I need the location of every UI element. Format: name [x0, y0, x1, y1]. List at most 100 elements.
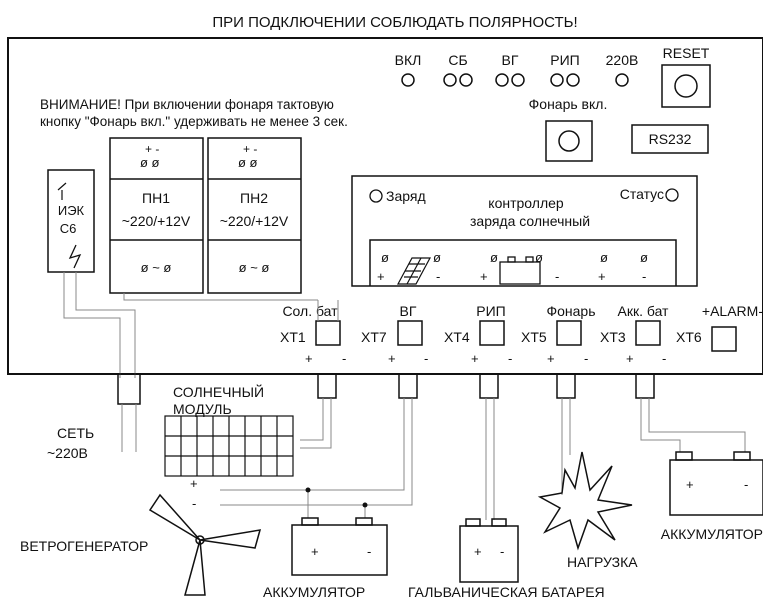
internal-wiring [63, 272, 339, 378]
xt5-caption: Фонарь [546, 303, 595, 319]
indicator-vkl-label: ВКЛ [395, 52, 422, 68]
solar-module-label-2: МОДУЛЬ [173, 401, 232, 417]
charge-led-icon [369, 189, 383, 203]
xt3-plus: + [626, 351, 634, 366]
rip-led-2-icon [566, 73, 580, 87]
controller-title-2: заряда солнечный [470, 213, 590, 229]
xt7-id: XT7 [361, 329, 387, 345]
indicator-leds [401, 73, 629, 87]
xt4-terminal[interactable] [479, 320, 505, 346]
circuit-breaker: ИЭК С6 [47, 169, 95, 273]
wind-minus: - [192, 496, 196, 511]
galvanic-battery-label: ГАЛЬВАНИЧЕСКАЯ БАТАРЕЯ [408, 584, 605, 600]
xt3-id: XT3 [600, 329, 626, 345]
controller-title-1: контроллер [488, 195, 564, 211]
mains-label-2: ~220В [47, 445, 88, 461]
solar-module-icon [164, 415, 294, 477]
polarity-warning: ПРИ ПОДКЛЮЧЕНИИ СОБЛЮДАТЬ ПОЛЯРНОСТЬ! [212, 14, 577, 31]
breaker-switch-icon [57, 182, 67, 200]
xt7-minus: - [424, 351, 428, 366]
battery-icon [499, 256, 541, 285]
svg-text:-: - [436, 269, 440, 284]
indicator-vg-label: ВГ [502, 52, 519, 68]
xt7-terminal[interactable] [397, 320, 423, 346]
xt5-terminal[interactable] [556, 320, 582, 346]
xt5-id: XT5 [521, 329, 547, 345]
notice-line-1: ВНИМАНИЕ! При включении фонаря тактовую [40, 97, 334, 112]
battery-right-minus: - [744, 477, 748, 492]
svg-text:+: + [377, 269, 385, 284]
lamp-button-label: Фонарь вкл. [529, 96, 608, 112]
xt1-id: XT1 [280, 329, 306, 345]
svg-text:ø: ø [535, 250, 543, 265]
sb-led-2-icon [459, 73, 473, 87]
reset-button-icon [674, 74, 698, 98]
wind-generator-icon [148, 493, 262, 596]
rip-led-1-icon [550, 73, 564, 87]
pn1-top-terminals: ø ø [140, 155, 160, 170]
reset-button[interactable] [661, 64, 711, 108]
xt4-caption: РИП [476, 303, 505, 319]
battery-left-label: АККУМУЛЯТОР [263, 584, 365, 600]
pn2-bottom-terminals: ø ~ ø [239, 260, 270, 275]
status-led-icon [665, 188, 679, 202]
pn1-top-polarity: + - [145, 142, 159, 156]
solar-panel-icon [396, 257, 432, 285]
xt3-caption: Акк. бат [618, 303, 670, 319]
galvanic-minus: - [500, 544, 504, 559]
xt4-minus: - [508, 351, 512, 366]
xt6-id: XT6 [676, 329, 702, 345]
indicator-rip-label: РИП [550, 52, 579, 68]
converter-pn1: + - ø ø ПН1 ~220/+12V ø ~ ø [109, 137, 204, 294]
rs232-label: RS232 [649, 131, 692, 147]
battery-left-icon [291, 517, 388, 576]
battery-right-label: АККУМУЛЯТОР [661, 526, 763, 542]
breaker-rating: С6 [60, 221, 77, 236]
reset-label: RESET [663, 45, 710, 61]
svg-text:ø: ø [640, 250, 648, 265]
mains-label-1: СЕТЬ [57, 425, 94, 441]
indicator-labels: ВКЛ СБ ВГ РИП 220В [395, 52, 639, 68]
lightning-icon [68, 244, 82, 269]
vg-led-1-icon [495, 73, 509, 87]
pn1-rating: ~220/+12V [122, 213, 191, 229]
solar-module-label-1: СОЛНЕЧНЫЙ [173, 383, 264, 400]
xt1-caption: Сол. бат [282, 303, 338, 319]
xt5-minus: - [584, 351, 588, 366]
pn2-top-terminals: ø ø [238, 155, 258, 170]
xt3-minus: - [662, 351, 666, 366]
control-panel [7, 37, 763, 375]
xt3-terminal[interactable] [635, 320, 661, 346]
xt1-minus: - [342, 351, 346, 366]
lamp-button-icon [558, 130, 580, 152]
terminal-blocks: Сол. бат XT1 + - ВГ XT7 + - РИП XT4 + - … [280, 303, 763, 366]
svg-text:ø: ø [600, 250, 608, 265]
rs232-port[interactable]: RS232 [631, 124, 709, 154]
battery-right-plus: + [686, 477, 694, 492]
controller-terminal-strip [369, 239, 677, 286]
indicator-220v-label: 220В [606, 52, 639, 68]
svg-text:ø: ø [490, 250, 498, 265]
pn1-name: ПН1 [142, 190, 170, 206]
pn1-bottom-terminals: ø ~ ø [141, 260, 172, 275]
breaker-type: ИЭК [58, 203, 85, 218]
status-label: Статус [620, 186, 664, 202]
xt5-plus: + [547, 351, 555, 366]
xt1-terminal[interactable] [315, 320, 341, 346]
xt6-terminal[interactable] [711, 326, 737, 352]
xt7-plus: + [388, 351, 396, 366]
lamp-button[interactable] [545, 120, 593, 162]
vkl-led-icon [401, 73, 415, 87]
xt4-id: XT4 [444, 329, 470, 345]
svg-text:+: + [598, 269, 606, 284]
220v-led-icon [615, 73, 629, 87]
junction-dot-1 [305, 487, 311, 493]
wind-generator-label: ВЕТРОГЕНЕРАТОР [20, 538, 148, 554]
svg-text:-: - [555, 269, 559, 284]
wind-plus: + [190, 476, 198, 491]
solar-charge-controller: Заряд Статус контроллер заряда солнечный… [351, 175, 698, 287]
pn2-rating: ~220/+12V [220, 213, 289, 229]
galvanic-battery-icon [459, 518, 519, 583]
